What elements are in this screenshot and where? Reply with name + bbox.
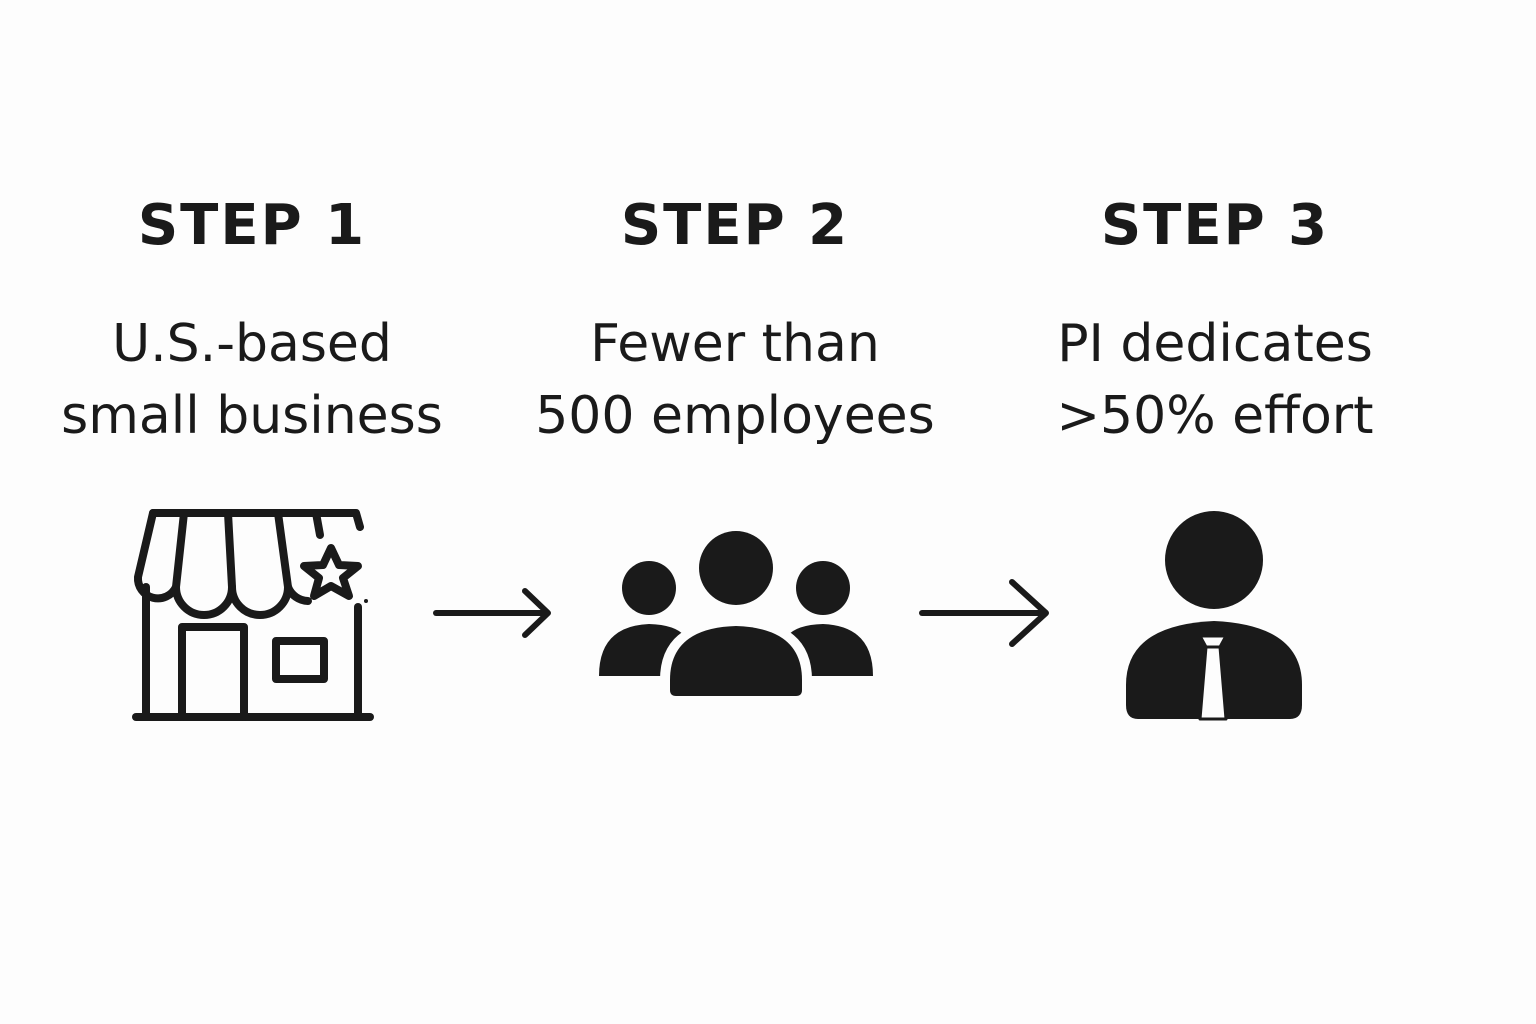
step-2: STEP 2 Fewer than 500 employees bbox=[505, 188, 965, 452]
arrow-right-icon bbox=[433, 588, 551, 638]
step-description-line: >50% effort bbox=[1056, 386, 1374, 446]
step-description-line: U.S.-based bbox=[112, 314, 392, 374]
step-description: Fewer than 500 employees bbox=[505, 308, 965, 452]
step-description-line: PI dedicates bbox=[1057, 314, 1373, 374]
step-title: STEP 1 bbox=[137, 193, 367, 258]
step-title: STEP 3 bbox=[1100, 193, 1330, 258]
step-3: STEP 3 PI dedicates >50% effort bbox=[985, 188, 1445, 452]
step-description-line: small business bbox=[61, 386, 443, 446]
people-group-icon bbox=[599, 530, 873, 700]
step-description: U.S.-based small business bbox=[22, 308, 482, 452]
step-description-line: 500 employees bbox=[535, 386, 935, 446]
storefront-icon bbox=[132, 509, 374, 721]
person-with-tie-icon bbox=[1126, 511, 1302, 721]
step-1: STEP 1 U.S.-based small business bbox=[22, 188, 482, 452]
step-description: PI dedicates >50% effort bbox=[985, 308, 1445, 452]
step-title: STEP 2 bbox=[620, 193, 850, 258]
step-description-line: Fewer than bbox=[590, 314, 880, 374]
arrow-right-icon bbox=[919, 579, 1049, 647]
